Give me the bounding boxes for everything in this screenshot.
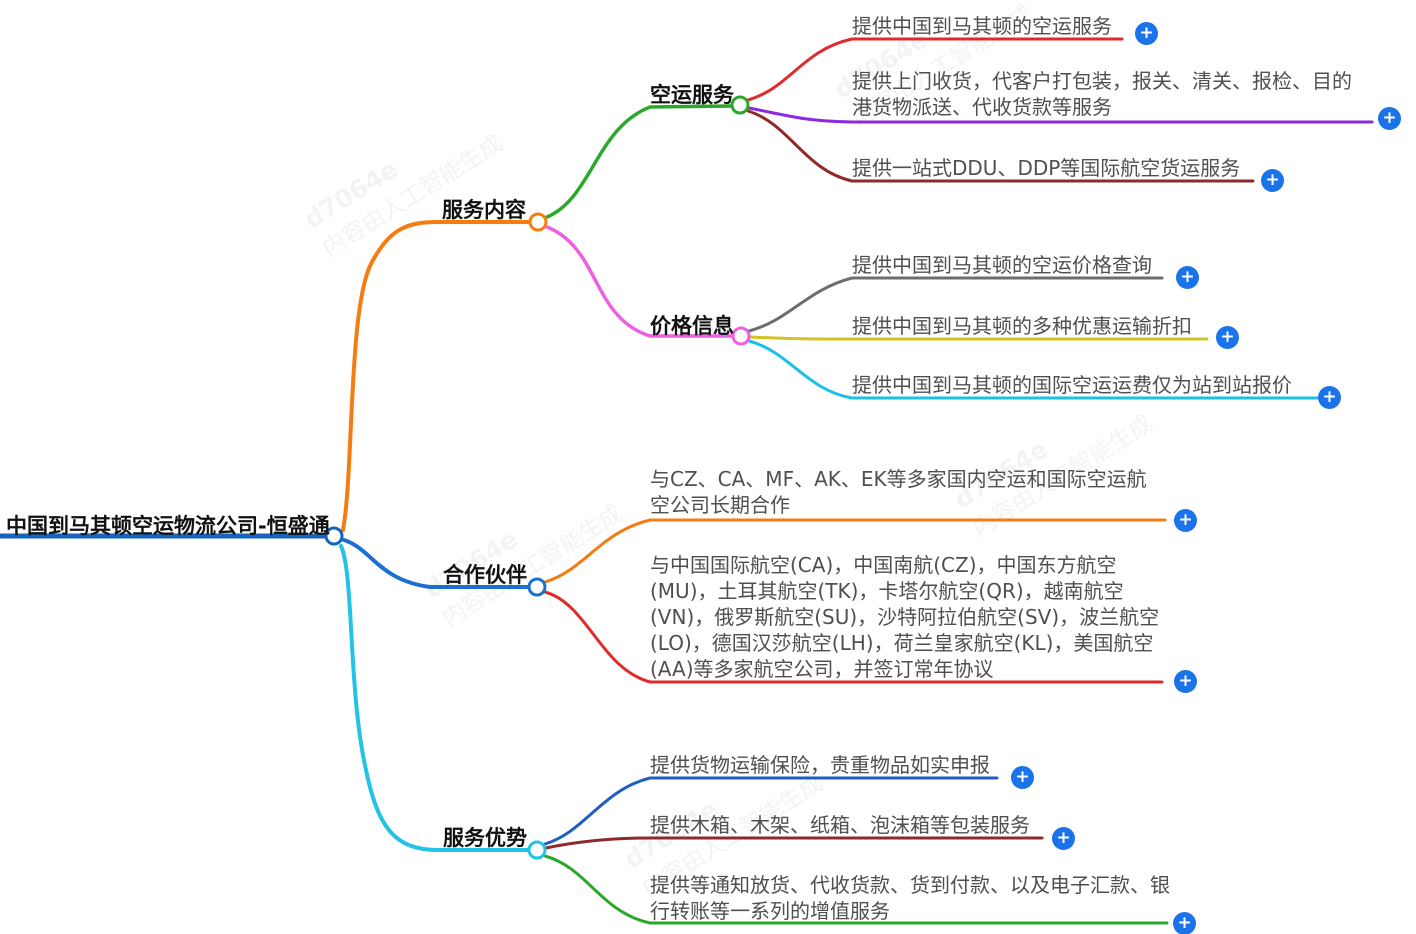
expand-button-price-2[interactable]: + — [1216, 326, 1239, 349]
leaf-line-partner-2 — [543, 590, 1164, 684]
leaf-line-air-2 — [747, 106, 1374, 124]
branch-service-content-line — [341, 220, 531, 532]
air-service-node-circle[interactable] — [730, 95, 750, 115]
leaf-line-air-1 — [746, 37, 1124, 102]
leaf-air-2[interactable]: 提供上门收货，代客户打包装，报关、清关、报检、目的港货物派送、代收货款等服务 — [852, 69, 1352, 119]
expand-button-air-2[interactable]: + — [1378, 107, 1401, 130]
expand-button-adv-1[interactable]: + — [1011, 766, 1034, 789]
root-topic[interactable]: 中国到马其顿空运物流公司-恒盛通 — [6, 514, 330, 538]
leaf-price-1[interactable]: 提供中国到马其顿的空运价格查询 — [852, 253, 1152, 277]
topic-partners[interactable]: 合作伙伴 — [443, 563, 527, 587]
leaf-partner-1[interactable]: 与CZ、CA、MF、AK、EK等多家国内空运和国际空运航空公司长期合作 — [650, 467, 1147, 517]
leaf-adv-3[interactable]: 提供等通知放货、代收货款、货到付款、以及电子汇款、银行转账等一系列的增值服务 — [650, 873, 1170, 923]
leaf-line-partner-1 — [543, 518, 1167, 584]
leaf-line-price-1 — [747, 276, 1164, 333]
partners-node-circle[interactable] — [527, 577, 547, 597]
leaf-line-air-3 — [746, 109, 1255, 183]
root-node-circle[interactable] — [324, 526, 344, 546]
topic-price-info[interactable]: 价格信息 — [650, 314, 734, 338]
leaf-line-price-3 — [747, 339, 1319, 400]
expand-button-price-3[interactable]: + — [1318, 386, 1341, 409]
expand-button-adv-2[interactable]: + — [1052, 827, 1075, 850]
service-content-node-circle[interactable] — [528, 212, 548, 232]
leaf-line-adv-3 — [543, 854, 1169, 925]
topic-air-service[interactable]: 空运服务 — [650, 83, 734, 107]
leaf-adv-2[interactable]: 提供木箱、木架、纸箱、泡沫箱等包装服务 — [650, 813, 1030, 837]
branch-partners-line — [342, 538, 530, 589]
expand-button-partner-1[interactable]: + — [1174, 509, 1197, 532]
price-info-line — [545, 225, 734, 338]
topic-advantages[interactable]: 服务优势 — [443, 826, 527, 850]
leaf-partner-2[interactable]: 与中国国际航空(CA)，中国南航(CZ)，中国东方航空(MU)，土耳其航空(TK… — [650, 553, 1160, 681]
expand-button-adv-3[interactable]: + — [1173, 912, 1196, 934]
expand-button-partner-2[interactable]: + — [1174, 670, 1197, 693]
leaf-air-3[interactable]: 提供一站式DDU、DDP等国际航空货运服务 — [852, 156, 1241, 180]
leaf-line-adv-1 — [543, 776, 999, 846]
leaf-line-price-2 — [748, 335, 1209, 341]
expand-button-price-1[interactable]: + — [1176, 266, 1199, 289]
branch-advantages-line — [339, 544, 530, 852]
topic-service-content[interactable]: 服务内容 — [442, 198, 526, 222]
leaf-price-2[interactable]: 提供中国到马其顿的多种优惠运输折扣 — [852, 314, 1192, 338]
advantages-node-circle[interactable] — [527, 840, 547, 860]
leaf-price-3[interactable]: 提供中国到马其顿的国际空运运费仅为站到站报价 — [852, 373, 1292, 397]
leaf-adv-1[interactable]: 提供货物运输保险，贵重物品如实申报 — [650, 753, 990, 777]
price-info-node-circle[interactable] — [731, 326, 751, 346]
air-service-line — [545, 104, 733, 219]
leaf-line-adv-2 — [544, 836, 1044, 850]
expand-button-air-3[interactable]: + — [1261, 169, 1284, 192]
expand-button-air-1[interactable]: + — [1135, 22, 1158, 45]
leaf-air-1[interactable]: 提供中国到马其顿的空运服务 — [852, 14, 1112, 38]
